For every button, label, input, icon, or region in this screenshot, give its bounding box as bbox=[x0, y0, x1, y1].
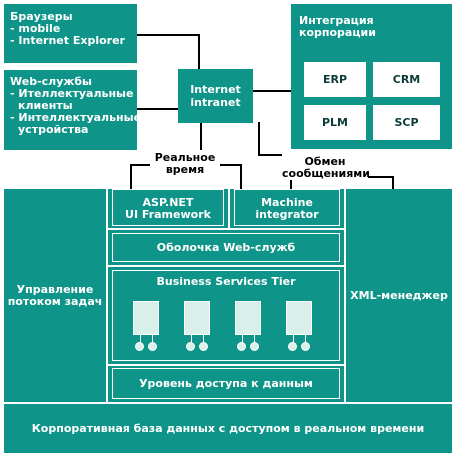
internet-intranet-box: Internet intranet bbox=[178, 69, 253, 123]
scp-box: SCP bbox=[373, 105, 440, 140]
divider-top-row bbox=[106, 228, 346, 230]
intranet-label: intranet bbox=[190, 96, 241, 109]
aspnet-frame bbox=[112, 189, 224, 226]
database-cell: Корпоративная база данных с доступом в р… bbox=[31, 421, 425, 435]
machine-subtitle: integrator bbox=[255, 207, 319, 221]
connector-realtime-left bbox=[130, 166, 132, 190]
xml-manager-cell: XML-менеджер bbox=[350, 288, 448, 302]
divider-db bbox=[4, 402, 452, 404]
realtime-label: Реальное время bbox=[150, 152, 220, 176]
connector-browsers-internet bbox=[137, 34, 199, 36]
integration-box: Интеграция корпорации ERP CRM PLM SCP bbox=[291, 4, 452, 149]
messaging-label: Обмен сообщениями bbox=[282, 155, 371, 180]
connector-messaging-left bbox=[290, 178, 292, 190]
web-services-title: Web-службы bbox=[10, 75, 92, 88]
connector-internet-integration bbox=[252, 90, 292, 92]
connector-messaging-vertical bbox=[258, 122, 260, 156]
connector-messaging-h bbox=[258, 154, 282, 156]
plm-box: PLM bbox=[304, 105, 366, 140]
connector-realtime-vertical bbox=[200, 122, 202, 150]
workflow-line-2: потоком задач bbox=[7, 294, 103, 308]
aspnet-subtitle: UI Framework bbox=[125, 207, 211, 221]
divider-aspnet-machine bbox=[228, 189, 230, 229]
web-services-item-1: - Ителлектуальные bbox=[10, 87, 134, 100]
divider-shell bbox=[106, 265, 346, 267]
business-tier-title: Business Services Tier bbox=[156, 275, 296, 288]
erp-box: ERP bbox=[304, 62, 366, 97]
workflow-cell: Управление потоком задач bbox=[4, 189, 106, 402]
data-access-frame bbox=[112, 368, 340, 399]
browsers-box: Браузеры - mobile - Internet Explorer bbox=[4, 4, 137, 63]
browsers-title: Браузеры bbox=[10, 10, 73, 23]
connector-realtime-right bbox=[240, 166, 242, 190]
browsers-item-ie: - Internet Explorer bbox=[10, 34, 125, 47]
divider-left-col bbox=[106, 189, 108, 402]
aspnet-cell: ASP.NET UI Framework bbox=[112, 191, 224, 226]
data-access-cell: Уровень доступа к данным bbox=[139, 376, 313, 390]
machine-title: Machine bbox=[261, 195, 313, 209]
crm-box: CRM bbox=[373, 62, 440, 97]
shell-frame bbox=[112, 233, 340, 262]
business-frame bbox=[112, 270, 340, 361]
service-component-4 bbox=[286, 301, 312, 351]
service-component-3 bbox=[235, 301, 261, 351]
web-services-item-4: устройства bbox=[18, 123, 89, 136]
browsers-item-mobile: - mobile bbox=[10, 22, 61, 35]
divider-right-col bbox=[344, 189, 346, 402]
service-component-2 bbox=[184, 301, 210, 351]
aspnet-title: ASP.NET bbox=[142, 195, 194, 209]
connector-messaging-right bbox=[392, 178, 394, 190]
web-services-item-2: клиенты bbox=[18, 99, 73, 112]
machine-integrator-cell: Machine integrator bbox=[234, 191, 340, 226]
workflow-line-1: Управление bbox=[16, 282, 94, 296]
ws-shell-cell: Оболочка Web-служб bbox=[156, 240, 296, 254]
machine-frame bbox=[234, 189, 340, 226]
internet-label: Internet bbox=[190, 83, 241, 96]
connector-web-internet bbox=[137, 108, 179, 110]
web-services-box: Web-службы - Ителлектуальные клиенты - И… bbox=[4, 70, 142, 150]
integration-title-2: корпорации bbox=[299, 26, 376, 39]
integration-title-1: Интеграция bbox=[299, 14, 374, 27]
service-component-1 bbox=[133, 301, 159, 351]
web-services-item-3: - Интеллектуальные bbox=[10, 111, 142, 124]
divider-business bbox=[106, 364, 346, 366]
connector-internet-up bbox=[198, 34, 200, 70]
